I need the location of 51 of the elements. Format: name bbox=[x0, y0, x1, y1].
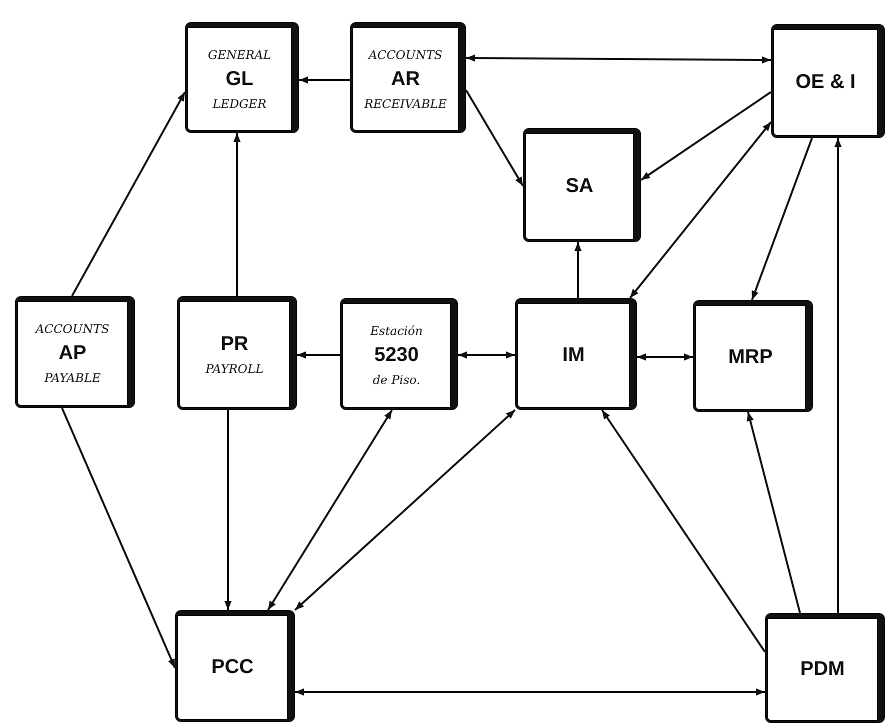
handwritten-note: LEDGER bbox=[212, 96, 266, 110]
arrow bbox=[233, 133, 241, 296]
arrow bbox=[601, 409, 766, 653]
system-box bbox=[523, 128, 641, 242]
handwritten-note: ACCOUNTS bbox=[368, 48, 442, 62]
system-abbreviation: SA bbox=[566, 175, 594, 198]
system-abbreviation: GL bbox=[226, 68, 254, 90]
arrow bbox=[224, 410, 232, 610]
arrow bbox=[299, 76, 350, 84]
arrow bbox=[61, 408, 176, 668]
system-box bbox=[350, 22, 466, 133]
system-abbreviation: AP bbox=[58, 342, 86, 365]
arrow bbox=[574, 242, 582, 298]
arrow bbox=[746, 412, 801, 614]
handwritten-note: ACCOUNTS bbox=[36, 322, 110, 336]
arrow bbox=[267, 409, 393, 611]
system-abbreviation: PR bbox=[220, 333, 248, 356]
arrow bbox=[637, 353, 693, 361]
system-box bbox=[693, 300, 813, 412]
arrow bbox=[297, 351, 340, 359]
arrow bbox=[465, 89, 524, 187]
handwritten-note: PAYABLE bbox=[44, 371, 101, 385]
arrow bbox=[294, 409, 516, 611]
handwritten-note: GENERAL bbox=[208, 48, 272, 62]
handwritten-note: RECEIVABLE bbox=[364, 96, 447, 110]
system-box bbox=[340, 298, 458, 410]
system-box bbox=[15, 296, 135, 408]
arrow bbox=[71, 92, 186, 296]
system-abbreviation: MRP bbox=[728, 346, 773, 369]
arrow bbox=[640, 91, 772, 181]
system-box bbox=[771, 24, 885, 138]
system-abbreviation: 5230 bbox=[374, 344, 419, 367]
arrow bbox=[751, 138, 813, 300]
system-abbreviation: PDM bbox=[800, 658, 845, 681]
system-box bbox=[515, 298, 637, 410]
system-box bbox=[185, 22, 299, 133]
arrow bbox=[295, 688, 765, 696]
system-box bbox=[175, 610, 295, 722]
system-box bbox=[177, 296, 297, 410]
system-abbreviation: IM bbox=[562, 344, 585, 367]
system-box bbox=[765, 613, 885, 723]
arrow bbox=[629, 121, 772, 299]
system-abbreviation: AR bbox=[391, 68, 420, 90]
arrow bbox=[834, 138, 842, 613]
arrow bbox=[458, 351, 515, 359]
system-abbreviation: OE & I bbox=[795, 71, 856, 94]
handwritten-note: PAYROLL bbox=[206, 362, 264, 376]
handwritten-note: de Piso. bbox=[372, 373, 420, 387]
handwritten-note: Estación bbox=[370, 324, 423, 338]
arrow bbox=[466, 54, 771, 64]
system-abbreviation: PCC bbox=[211, 656, 254, 679]
